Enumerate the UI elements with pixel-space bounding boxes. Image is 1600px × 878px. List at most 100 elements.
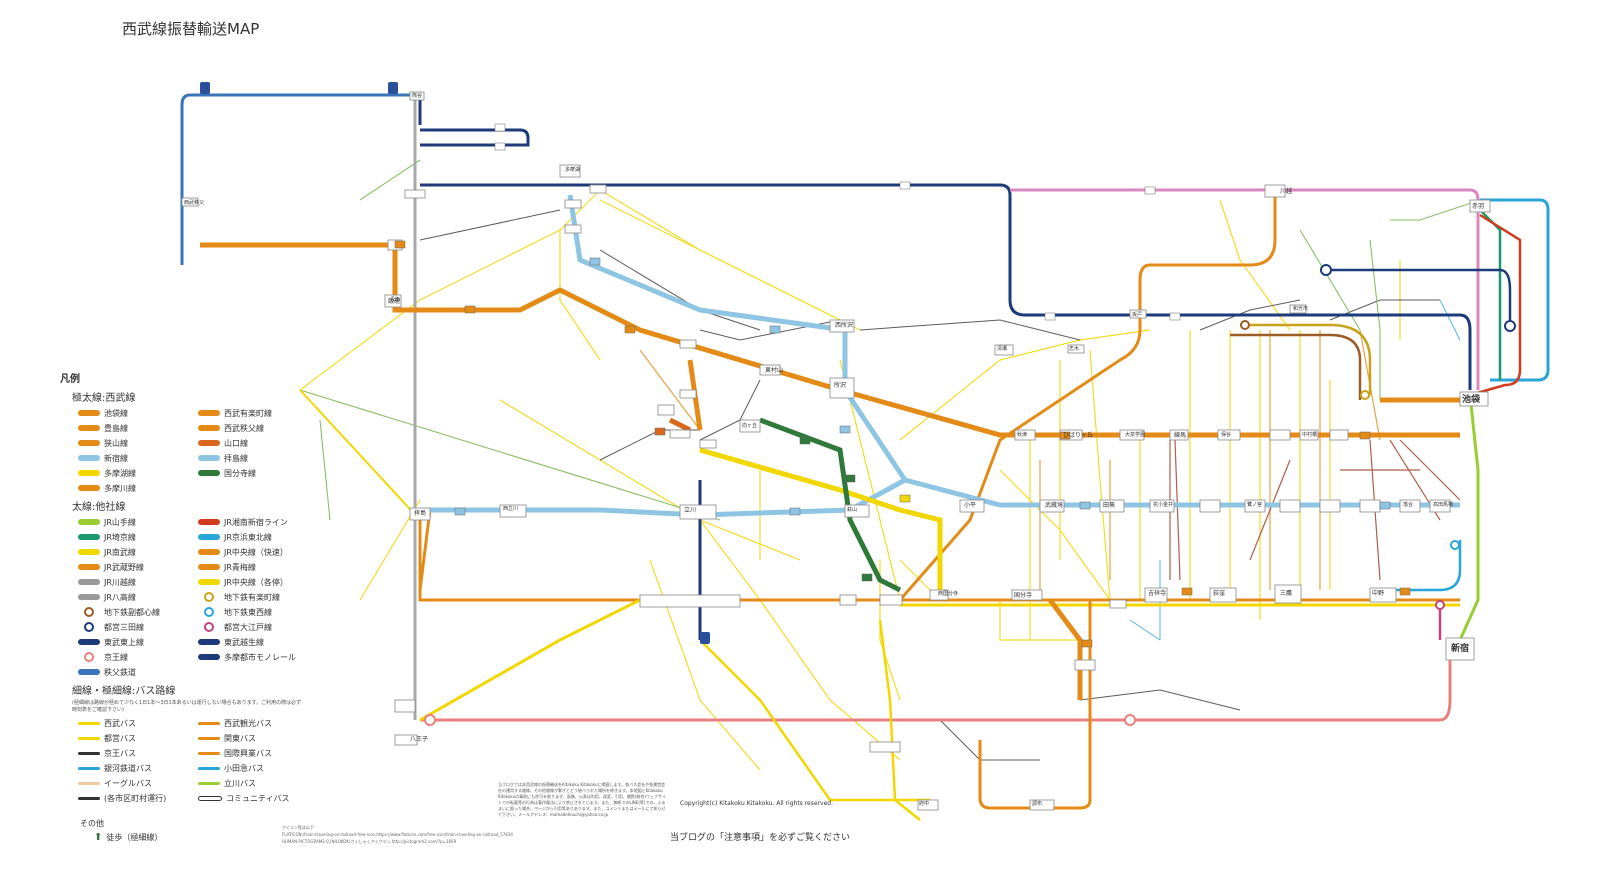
legend-item: 多摩川線 [78, 482, 198, 494]
legend-label: 秩父鉄道 [104, 667, 136, 677]
jr-saikyo-line [1479, 209, 1502, 380]
legend-swatch [78, 485, 100, 491]
legend-swatch [198, 736, 220, 740]
station-label-hagiyama: 萩山 [847, 507, 858, 513]
legend-item: 立川バス [198, 777, 318, 789]
legend-swatch [78, 579, 100, 585]
legend-item: 銀河鉄道バス [78, 762, 198, 774]
legend-label: JR八高線 [104, 592, 136, 602]
station-label-kawagoe: 川越 [1280, 188, 1293, 195]
legend-item: 関東バス [198, 732, 318, 744]
legend-label: 立川バス [224, 778, 256, 788]
legend-swatch [78, 751, 100, 755]
legend-swatch [78, 534, 100, 540]
seibu-kokubunji-line [759, 417, 902, 593]
legend-item: 西武秩父線 [198, 422, 318, 434]
legend-label: 多摩湖線 [104, 468, 136, 478]
legend-swatch [198, 534, 220, 540]
legend-item: 多摩都市モノレール [198, 651, 318, 663]
keio-line [420, 640, 1452, 722]
station-label-shinjuku: 新宿 [1451, 644, 1470, 654]
subway-rings [424, 264, 1516, 726]
credits: アイコン等は以下 FLATICON,/train-traveling-on-ra… [282, 824, 513, 845]
station-label-nakamurabashi: 中村橋 [1302, 432, 1318, 438]
legend-swatch [198, 639, 220, 645]
legend-other-label: その他 [80, 819, 104, 828]
jr-nambu-line [419, 598, 641, 722]
legend-item: 新宿線 [78, 452, 198, 464]
jr-nambu-south [699, 639, 930, 802]
legend-label: JR埼京線 [104, 532, 136, 542]
legend-label: JR中央線（各停） [224, 577, 288, 587]
legend-swatch [78, 564, 100, 570]
notice-text: 当ブログでは本西武線の振替輸送をKitakoku Kitakokuに掲載します。… [498, 782, 666, 817]
legend-label: JR青梅線 [224, 562, 256, 572]
station-label-wako: 和光市 [1293, 306, 1309, 312]
station-label-musashisakai: 武蔵境 [1045, 502, 1064, 509]
walk-icon: ⬆ [94, 832, 103, 843]
legend-label: JR京浜東北線 [224, 532, 272, 542]
legend-item: JR京浜東北線 [198, 531, 318, 543]
legend-swatch [198, 781, 220, 785]
station-label-mitaka: 三鷹 [1280, 590, 1293, 597]
legend-item: 都営バス [78, 732, 198, 744]
legend-label: 地下鉄有楽町線 [224, 592, 280, 602]
legend-swatch [78, 781, 100, 785]
station-label-hannosub: 西所沢 [835, 322, 854, 329]
legend-swatch [198, 721, 220, 725]
station-label-mukaigaoka: 向ヶ丘 [742, 423, 758, 429]
legend-label: 銀河鉄道バス [104, 763, 152, 773]
station-label-higashimurayama: 東村山 [765, 367, 784, 374]
legend-swatch [198, 564, 220, 570]
legend-label: 都営大江戸線 [224, 622, 272, 632]
legend-label: 拝島線 [224, 453, 248, 463]
legend-swatch [198, 410, 220, 416]
legend-walk: ⬆ 徒歩（極細線） [94, 832, 162, 843]
station-label-tanashi: 田無 [1103, 502, 1116, 509]
jr-shonan-shinjuku-line [1469, 213, 1522, 397]
legend-swatch [204, 622, 214, 632]
legend-label: JR中央線（快速） [224, 547, 288, 557]
legend-item: JR武蔵野線 [78, 561, 198, 573]
legend-item: 東武東上線 [78, 636, 198, 648]
caution-link[interactable]: 当ブログの「注意事項」を必ずご覧ください [670, 833, 851, 843]
legend-swatch [198, 549, 220, 555]
station-label-kichijoji: 吉祥寺 [1148, 590, 1167, 597]
legend-item: JR埼京線 [78, 531, 198, 543]
legend-swatch [198, 766, 220, 770]
legend-item: イーグルバス [78, 777, 198, 789]
legend-item: JR湘南新宿ライン [198, 516, 318, 528]
station-label-shiki: 志木 [1069, 346, 1080, 352]
legend-bus-header: 細線・極細線:バス路線 [72, 686, 176, 697]
legend-item: 小田急バス [198, 762, 318, 774]
legend-label: JR武蔵野線 [104, 562, 144, 572]
legend-label: 西武秩父線 [224, 423, 264, 433]
station-label-kumagaya: 熊谷 [412, 93, 423, 99]
legend-label: 西武有楽町線 [224, 408, 272, 418]
legend-item: 秩父鉄道 [78, 666, 198, 678]
legend-item: 西武バス [78, 717, 198, 729]
legend-item: 地下鉄東西線 [198, 606, 318, 618]
legend-item: (各市区町村運行) [78, 792, 198, 804]
legend-header: 凡例 [60, 374, 80, 385]
legend-item: コミュニティバス [198, 792, 318, 804]
legend-label: イーグルバス [104, 778, 152, 788]
legend-item: 池袋線 [78, 407, 198, 419]
legend-swatch [78, 455, 100, 461]
station-label-fuchu: 府中 [919, 801, 930, 807]
chichibu-railway-line [210, 93, 418, 99]
station-label-takadanobaba: 高田馬場 [1433, 502, 1454, 508]
legend-swatch [84, 607, 94, 617]
legend-item: JR八高線 [78, 591, 198, 603]
legend-label: 国分寺線 [224, 468, 256, 478]
legend-swatch [198, 795, 222, 801]
station-label-ome: 青梅 [390, 297, 401, 303]
legend-label: コミュニティバス [226, 793, 290, 803]
train-icons [200, 82, 710, 644]
station-label-kodaira: 小平 [964, 502, 977, 509]
legend-item: 地下鉄副都心線 [78, 606, 198, 618]
legend-bus-note: (極細線は路線が極めて少なく1日1本〜3日1本あるいは運行しない場合もあります。… [72, 700, 302, 713]
legend-bus-lines: 西武バス西武観光バス都営バス関東バス京王バス国際興業バス銀河鉄道バス小田急バスイ… [60, 717, 305, 804]
station-label-hanno: 飯能 [388, 298, 401, 305]
